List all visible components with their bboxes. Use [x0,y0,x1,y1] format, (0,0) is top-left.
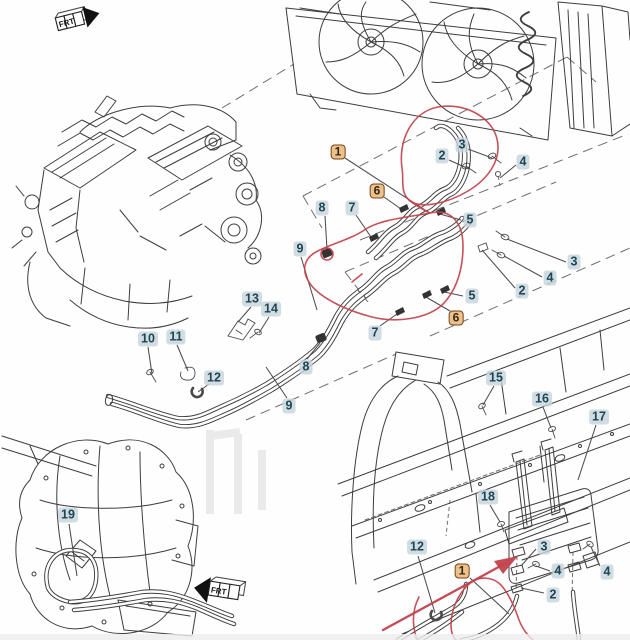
callout-18: 18 [478,489,498,505]
callout-4: 4 [516,154,530,170]
callout-4: 4 [600,564,614,580]
callout-14: 14 [261,301,281,317]
callout-3: 3 [537,539,551,555]
callout-10: 10 [138,331,158,347]
callout-2: 2 [546,587,560,603]
callout-1: 1 [330,144,346,160]
projection-dashed-lines [221,56,630,601]
frame-sketch [337,307,630,635]
callout-2: 2 [435,148,449,164]
callout-5: 5 [465,288,479,304]
callout-2: 2 [515,283,529,299]
callout-12: 12 [407,539,427,555]
watermark-ghost [206,428,266,514]
callout-12: 12 [204,370,224,386]
frt-arrow-top: FRT [54,6,100,32]
cooler-pipes [44,123,582,640]
callout-11: 11 [166,329,186,345]
callout-4: 4 [543,270,557,286]
callout-6: 6 [369,183,385,199]
callout-13: 13 [242,291,262,307]
callout-3: 3 [567,254,581,270]
frt-label-bottom: FRT [210,585,227,596]
callout-15: 15 [486,370,506,386]
radiator-fan-assembly [285,0,630,141]
fastener-glyphs [146,152,594,622]
callout-8: 8 [315,200,329,216]
callout-1: 1 [454,563,470,579]
engine-sketch [11,95,263,329]
frt-arrow-bottom: FRT [194,576,247,603]
callout-19: 19 [58,507,78,523]
callout-7: 7 [345,200,359,216]
transmission-sketch [1,435,199,637]
callout-16: 16 [532,391,552,407]
image-edge-strip [0,634,630,640]
callout-3: 3 [455,137,469,153]
oil-cooler-assembly [504,438,600,594]
frt-label-top: FRT [58,17,75,30]
callout-5: 5 [463,212,477,228]
callout-4: 4 [551,563,565,579]
callout-7: 7 [368,325,382,341]
callout-9: 9 [282,398,296,414]
callout-6: 6 [448,310,464,326]
callout-8: 8 [299,359,313,375]
callout-9: 9 [293,241,307,257]
callout-17: 17 [589,409,609,425]
